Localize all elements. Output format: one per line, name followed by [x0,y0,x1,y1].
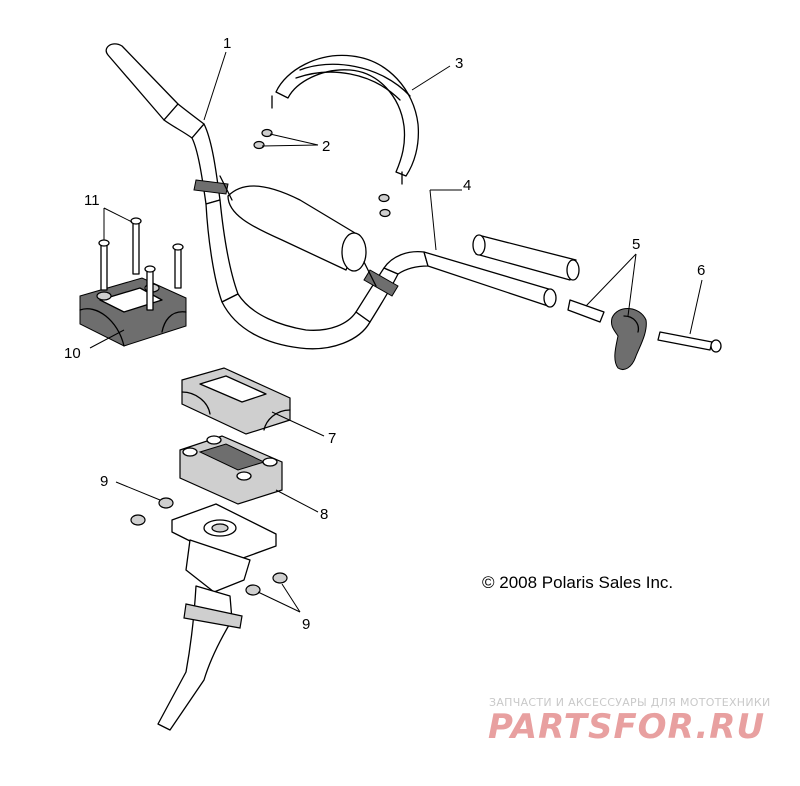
nuts-part-9 [130,497,288,596]
callout-10: 10 [64,345,81,362]
callout-4: 4 [463,177,471,194]
callout-1: 1 [223,35,231,52]
leader-lines [89,51,703,613]
copyright-text: © 2008 Polaris Sales Inc. [482,573,673,592]
callout-8: 8 [320,506,328,523]
grip-part-4 [472,234,580,281]
callout-labels: 1 2 3 4 5 6 7 8 9 9 10 11 [64,35,705,633]
callout-9-right: 9 [302,616,310,633]
screw-part-6 [657,331,722,353]
bar-pad-part-3 [271,54,420,185]
callout-11: 11 [84,192,100,209]
bolts-part-11 [98,217,184,311]
callout-5: 5 [632,236,640,253]
steering-post [157,503,277,731]
throttle-part-5 [567,299,647,370]
callout-6: 6 [697,262,705,279]
upper-clamp-part-10 [79,277,187,347]
nuts-part-2 [253,128,391,218]
callout-3: 3 [455,55,463,72]
clamp-block-part-7 [181,367,291,435]
watermark: ЗАПЧАСТИ И АКСЕССУАРЫ ДЛЯ МОТОТЕХНИКИ PA… [488,696,771,747]
watermark-tagline: ЗАПЧАСТИ И АКСЕССУАРЫ ДЛЯ МОТОТЕХНИКИ [489,696,771,709]
handlebar-part-1 [105,43,557,350]
clamp-block-part-8 [179,435,283,505]
callout-2: 2 [322,138,330,155]
callout-7: 7 [328,430,336,447]
watermark-brand: PARTSFOR.RU [488,707,765,747]
callout-9-left: 9 [100,473,108,490]
